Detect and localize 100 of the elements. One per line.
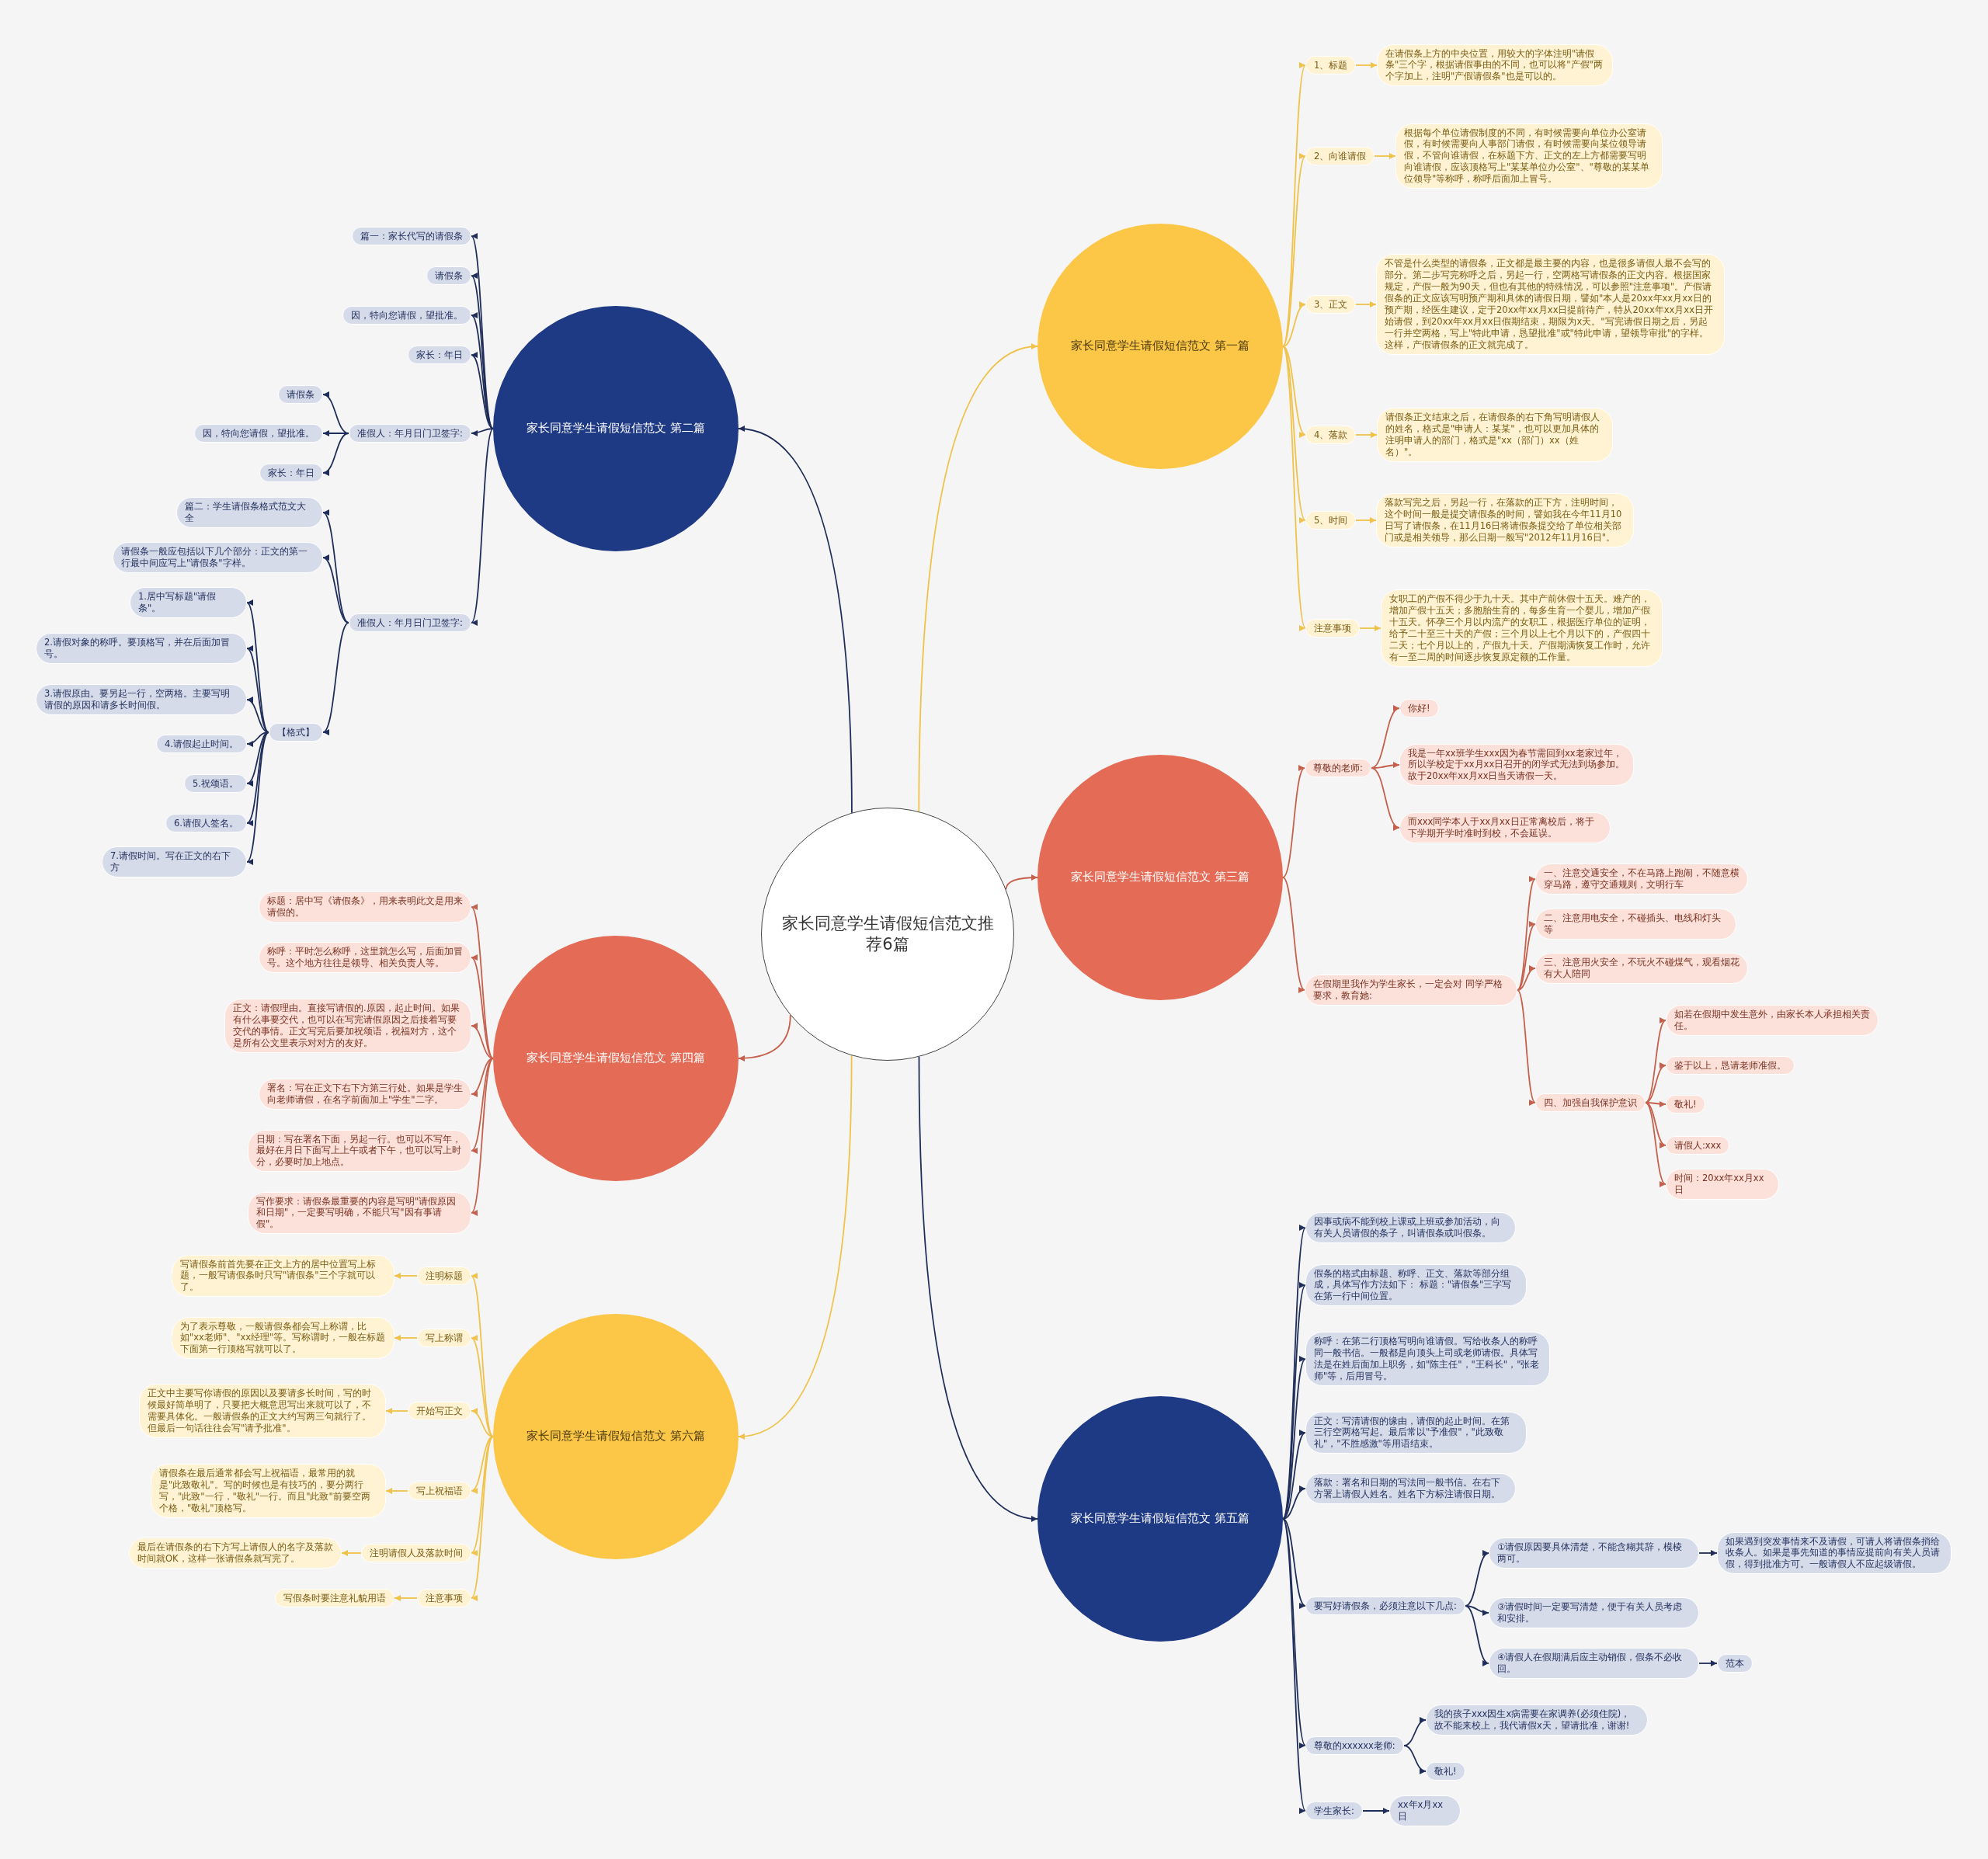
arrow	[1371, 707, 1400, 769]
arrow	[1517, 989, 1536, 1103]
text-bubble: 1、标题	[1305, 55, 1357, 75]
text-bubble: 因，特向您请假，望批准。	[194, 423, 323, 443]
text-bubble: 日期：写在署名下面，另起一行。也可以不写年，最好在月日下面写上上午或者下午，也可以写上时分，必要时加上地点。	[248, 1129, 471, 1173]
text-bubble: 最后在请假条的右下方写上请假人的名字及落款时间就OK，这样一张请假条就写完了。	[129, 1538, 342, 1569]
arrow	[385, 1488, 408, 1494]
arrow	[246, 731, 269, 863]
arrow	[394, 1335, 418, 1341]
arrow	[322, 512, 349, 624]
text-bubble: 请假条	[278, 384, 323, 405]
arrow	[471, 1058, 494, 1214]
text-bubble: 敬礼!	[1666, 1094, 1705, 1114]
arrow	[246, 731, 269, 824]
arrow	[471, 1337, 494, 1437]
text-bubble: 因事或病不能到校上课或上班或参加活动，向有关人员请假的条子，叫请假条或叫假条。	[1305, 1212, 1516, 1243]
text-bubble: 请假条在最后通常都会写上祝福语，最常用的就是"此致敬礼"。写的时候也是有技巧的，要分两行写，"此致"一行，"敬礼"一行。而且"此致"前要空两个格，"敬礼"顶格写。	[151, 1464, 386, 1518]
text-bubble: 2、向谁请假	[1305, 146, 1375, 166]
text-bubble: 我是一年xx班学生xxx因为春节需回到xx老家过年，所以学校定于xx月xx日召开的闭学式无法到场参加。故于20xx年xx月xx日当天请假一天。	[1399, 743, 1634, 787]
text-bubble: 请假条	[426, 266, 471, 286]
text-bubble: 1.居中写标题"请假条"。	[130, 587, 247, 618]
text-bubble: ④请假人在假期满后应主动销假，假条不必收回。	[1489, 1648, 1699, 1679]
arrow	[1282, 1284, 1306, 1520]
text-bubble: xx年x月xx日	[1389, 1795, 1461, 1826]
arrow	[1645, 1102, 1667, 1147]
arrow	[918, 344, 1038, 812]
text-bubble: 如果遇到突发事情来不及请假，可请人将请假条捎给收条人。如果是事先知道的事情应提前向有关人员请假，得到批准方可。一般请假人不应起级请假。	[1717, 1531, 1952, 1575]
text-bubble: 正文：写清请假的缘由，请假的起止时间。在第三行空两格写起。最后常以"予准假"，"此致敬礼"，"不胜感激"等用语结束。	[1305, 1411, 1527, 1454]
text-bubble: 注意事项	[1305, 618, 1360, 638]
branch-circle: 家长同意学生请假短信范文 第二篇	[493, 306, 739, 551]
text-bubble: 尊敬的xxxxxx老师:	[1305, 1736, 1404, 1756]
arrow	[1645, 1064, 1667, 1103]
text-bubble: 我的孩子xxx因生x病需要在家调养(必须住院)，故不能来校上，我代请假x天，望请批准，谢谢!	[1426, 1704, 1648, 1736]
arrow	[738, 1055, 853, 1439]
arrow	[1282, 1518, 1306, 1607]
text-bubble: 家长：年日	[408, 345, 471, 365]
text-bubble: 准假人：年月日门卫签字:	[349, 613, 471, 633]
text-bubble: 5、时间	[1305, 510, 1357, 530]
text-bubble: 一、注意交通安全，不在马路上跑闹，不随意横穿马路，遵守交通规则，文明行车	[1535, 863, 1748, 895]
text-bubble: 落款写完之后，另起一行，在落款的正下方，注明时间，这个时间一般是提交请假条的时间，譬如我在今年11月10日写了请假条，在11月16日将请假条提交给了单位相关部门或是相关领导，那么日期一般写"2012年11月16日"。	[1376, 493, 1634, 547]
arrow	[341, 1550, 362, 1556]
text-bubble: 三、注意用火安全，不玩火不碰煤气，观看烟花有大人陪同	[1535, 953, 1748, 984]
text-bubble: 四、加强自我保护意识	[1535, 1093, 1646, 1113]
arrow	[1362, 1808, 1390, 1814]
text-bubble: 你好!	[1399, 698, 1439, 718]
arrow	[322, 557, 349, 624]
arrow	[1282, 1432, 1306, 1520]
text-bubble: 5.祝颂语。	[184, 773, 247, 794]
text-bubble: 在假期里我作为学生家长，一定会对 同学严格要求，教育她:	[1305, 975, 1517, 1006]
arrow	[1005, 874, 1038, 891]
arrow	[471, 1436, 494, 1554]
text-bubble: 时间：20xx年xx月xx日	[1666, 1169, 1779, 1200]
text-bubble: 根据每个单位请假制度的不同，有时候需要向单位办公室请假，有时候需要向人事部门请假，有时候需要向某位领导请假，不管向谁请假，在标题下方、正文的左上方都需要写明向谁请假，应该顶格写上"某某单位办公室"、"尊敬的某某单位领导"等称呼，称呼后面加上冒号。	[1395, 123, 1663, 189]
text-bubble: 要写好请假条，必须注意以下几点:	[1305, 1596, 1465, 1616]
text-bubble: 在请假条上方的中央位置，用较大的字体注明"请假条"三个字，根据请假事由的不同，也可以将"产假"两个字加上，注明"产假请假条"也是可以的。	[1377, 43, 1613, 87]
arrow	[1698, 1660, 1718, 1666]
branch-circle: 家长同意学生请假短信范文 第四篇	[493, 936, 739, 1181]
text-bubble: 3.请假原由。要另起一行，空两格。主要写明请假的原因和请多长时间假。	[36, 684, 247, 715]
text-bubble: 如若在假期中发生意外，由家长本人承担相关责任。	[1666, 1005, 1879, 1036]
text-bubble: 学生家长:	[1305, 1801, 1363, 1821]
arrow	[1403, 1745, 1427, 1774]
arrow	[1282, 155, 1306, 347]
arrow	[1282, 346, 1306, 629]
arrow	[471, 1436, 494, 1599]
arrow	[1282, 877, 1305, 991]
arrow	[1465, 1605, 1489, 1664]
text-bubble: 女职工的产假不得少于九十天。其中产前休假十五天。难产的，增加产假十五天；多胞胎生育的，每多生育一个婴儿，增加产假十五天。怀孕三个月以内流产的女职工，根据医疗单位的证明，给予二十至三十天的产假；三个月以上七个月以下的，产假四十二天；七个月以上的，产假九十天。产假期满恢复工作时，允许有一至二周的时间逐步恢复原定额的工作量。	[1381, 589, 1663, 667]
text-bubble: 写假条时要注意礼貌用语	[275, 1588, 394, 1608]
arrow	[1371, 767, 1400, 829]
text-bubble: 3、正文	[1305, 294, 1357, 314]
arrow	[471, 1024, 494, 1059]
text-bubble: ①请假原因要具体清楚，不能含糊其辞，模棱两可。	[1489, 1538, 1699, 1569]
arrow	[1374, 153, 1396, 159]
arrow	[1355, 517, 1377, 523]
arrow	[471, 354, 494, 429]
text-bubble: 写上祝福语	[408, 1481, 471, 1501]
text-bubble: 开始写正文	[408, 1401, 471, 1421]
arrow	[1517, 966, 1536, 991]
arrow	[1282, 1486, 1306, 1520]
text-bubble: 写上称谓	[417, 1328, 471, 1348]
text-bubble: 请假条一般应包括以下几个部分：正文的第一行最中间应写上"请假条"字样。	[113, 542, 323, 573]
text-bubble: 落款：署名和日期的写法同一般书信。在右下方署上请假人姓名。姓名下方标注请假日期。	[1305, 1473, 1516, 1504]
text-bubble: 假条的格式由标题、称呼、正文、落款等部分组成，具体写作方法如下： 标题："请假条"三字写在第一行中间位置。	[1305, 1263, 1527, 1307]
arrow	[471, 428, 494, 436]
text-bubble: 尊敬的老师:	[1305, 758, 1371, 778]
arrow	[1517, 923, 1536, 991]
text-bubble: 称呼：平时怎么称呼，这里就怎么写，后面加冒号。这个地方往往是领导、相关负责人等。	[259, 942, 471, 973]
text-bubble: 为了表示尊敬，一般请假条都会写上称谓，比如"xx老师"、"xx经理"等。写称谓时，一般在标题下面第一行顶格写就可以了。	[172, 1316, 394, 1360]
arrow	[246, 648, 269, 733]
branch-circle: 家长同意学生请假短信范文 第六篇	[493, 1314, 739, 1559]
text-bubble: 注明请假人及落款时间	[361, 1543, 471, 1563]
text-bubble: 写作要求：请假条最重要的内容是写明"请假原因和日期"，一定要写明确，不能只写"因有事请假"。	[248, 1191, 471, 1235]
text-bubble: 请假人:xxx	[1666, 1135, 1730, 1155]
text-bubble: 家长：年日	[259, 463, 323, 483]
arrow	[1282, 64, 1306, 347]
arrow	[322, 622, 349, 733]
branch-circle: 家长同意学生请假短信范文 第一篇	[1037, 224, 1283, 469]
text-bubble: 7.请假时间。写在正文的右下方	[102, 846, 247, 877]
text-bubble: 注明标题	[417, 1266, 471, 1286]
arrow	[394, 1273, 418, 1279]
